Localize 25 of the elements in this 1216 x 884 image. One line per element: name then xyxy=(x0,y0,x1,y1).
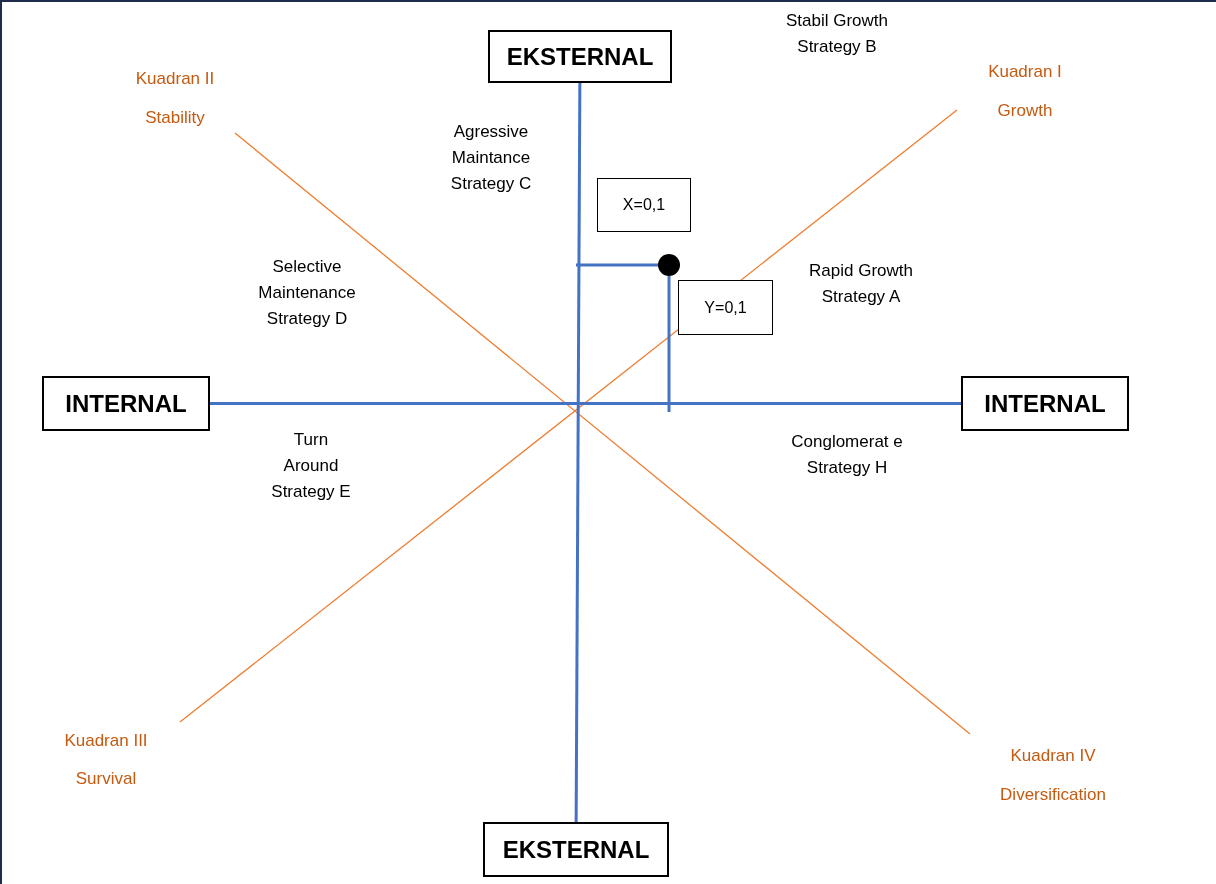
data-point xyxy=(658,254,680,276)
strategy-label: Stabil Growth Strategy B xyxy=(784,10,889,58)
value-box: Y=0,1 xyxy=(678,280,773,335)
quadrant-label: Kuadran IV xyxy=(1009,745,1097,767)
strategy-label: Selective Maintenance Strategy D xyxy=(257,256,357,330)
quadrant-label: Kuadran II xyxy=(134,68,216,90)
guide-line xyxy=(667,276,671,412)
axis-label-box: INTERNAL xyxy=(961,376,1129,431)
quadrant-label: Diversification xyxy=(999,784,1107,806)
strategy-label: Agressive Maintance Strategy C xyxy=(449,121,533,195)
quadrant-label: Kuadran III xyxy=(63,730,149,752)
quadrant-label: Kuadran I xyxy=(987,61,1063,83)
strategy-label: Conglomerat e Strategy H xyxy=(790,431,904,479)
value-box: X=0,1 xyxy=(597,178,691,232)
quadrant-label: Stability xyxy=(144,107,206,129)
guide-line xyxy=(576,263,658,267)
quadrant-label: Growth xyxy=(996,100,1054,122)
quadrant-label: Survival xyxy=(74,768,138,790)
strategy-label: Rapid Growth Strategy A xyxy=(808,260,914,308)
axis-label-box: EKSTERNAL xyxy=(483,822,669,877)
strategy-label: Turn Around Strategy E xyxy=(270,429,352,503)
axis-line xyxy=(210,402,961,405)
axis-label-box: EKSTERNAL xyxy=(488,30,672,83)
axis-line xyxy=(574,83,582,822)
axis-label-box: INTERNAL xyxy=(42,376,210,431)
